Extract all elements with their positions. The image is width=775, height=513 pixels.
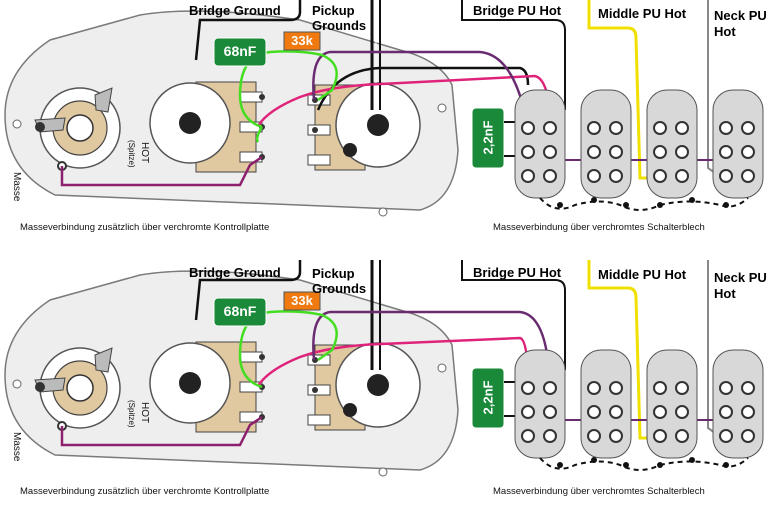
- cap-22nf-2: 2,2nF: [480, 380, 496, 415]
- label-masse: Masse: [11, 172, 22, 202]
- label-neck-pu-hot-1: Neck PU: [714, 8, 767, 23]
- label-neck-pu-hot-1-2: Neck PU: [714, 270, 767, 285]
- pickup-middle-right: [646, 89, 698, 199]
- label-spitze-2: (Spitze): [127, 400, 136, 428]
- bottom-diagram: [4, 260, 764, 477]
- label-pickup-grounds-2-2: Grounds: [312, 281, 367, 296]
- label-middle-pu-hot-2: Middle PU Hot: [598, 267, 687, 282]
- label-bridge-pu-hot: Bridge PU Hot: [473, 3, 562, 18]
- cap-68nf-2: 68nF: [223, 303, 257, 319]
- note-plate: Masseverbindung zusätzlich über verchrom…: [20, 222, 270, 233]
- label-pickup-grounds-2: Grounds: [312, 18, 367, 33]
- label-hot-2: HOT: [139, 402, 150, 424]
- cap-68nf: 68nF: [223, 43, 257, 59]
- pot-volume-2: [149, 341, 265, 433]
- switch-bridge-2: [514, 349, 566, 459]
- pickup-middle-left: [580, 89, 632, 199]
- label-bridge-ground-2: Bridge Ground: [189, 265, 281, 280]
- note-switch: Masseverbindung über verchromtes Schalte…: [493, 222, 705, 233]
- label-pickup-grounds-1-2: Pickup: [312, 266, 355, 281]
- switch-bridge: [514, 89, 566, 199]
- res-33k-2: 33k: [291, 293, 313, 308]
- output-jack: [34, 87, 121, 171]
- label-masse-2: Masse: [11, 432, 22, 462]
- pot-volume: [149, 81, 265, 173]
- label-neck-pu-hot-2: Hot: [714, 24, 736, 39]
- label-neck-pu-hot-2-2: Hot: [714, 286, 736, 301]
- output-jack-2: [34, 347, 121, 431]
- label-bridge-pu-hot-2: Bridge PU Hot: [473, 265, 562, 280]
- note-plate-2: Masseverbindung zusätzlich über verchrom…: [20, 486, 270, 497]
- label-hot: HOT: [139, 142, 150, 164]
- label-spitze: (Spitze): [127, 140, 136, 168]
- label-pickup-grounds-1: Pickup: [312, 3, 355, 18]
- res-33k: 33k: [291, 33, 313, 48]
- label-middle-pu-hot: Middle PU Hot: [598, 6, 687, 21]
- cap-22nf: 2,2nF: [480, 120, 496, 155]
- note-switch-2: Masseverbindung über verchromtes Schalte…: [493, 486, 705, 497]
- pickup-neck: [712, 89, 764, 199]
- top-diagram: [4, 0, 764, 217]
- label-bridge-ground: Bridge Ground: [189, 3, 281, 18]
- pot-tone-2: [307, 342, 421, 431]
